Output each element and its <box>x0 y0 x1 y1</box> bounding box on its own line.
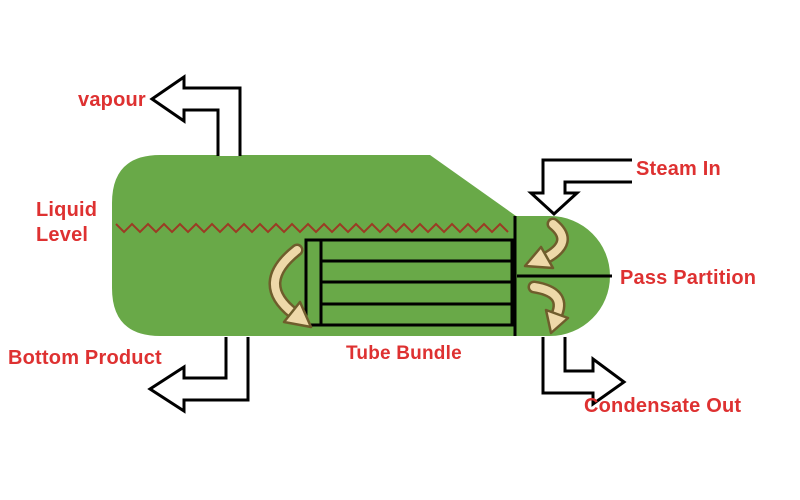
vapour-outlet-arrow <box>149 74 242 156</box>
label-liquid-level: Liquid Level <box>36 198 97 248</box>
label-condensate-out: Condensate Out <box>584 395 742 417</box>
label-pass-partition: Pass Partition <box>620 267 757 289</box>
label-liquid-level-line2: Level <box>36 224 89 246</box>
tube-bundle <box>304 238 514 327</box>
lower-pass-flow-arrow <box>527 280 570 335</box>
condensate-out-arrow <box>541 337 627 407</box>
bottom-product-arrow <box>147 337 250 414</box>
label-bottom-product: Bottom Product <box>8 347 162 369</box>
circulation-flow-arrow <box>268 243 313 329</box>
upper-pass-flow-arrow <box>523 217 569 270</box>
vessel-body <box>112 155 610 336</box>
liquid-level-zigzag <box>115 222 509 234</box>
label-tube-bundle: Tube Bundle <box>346 343 462 364</box>
label-vapour: vapour <box>78 89 146 111</box>
label-steam-in: Steam In <box>636 158 721 180</box>
label-liquid-level-line1: Liquid <box>36 199 98 221</box>
steam-in-arrow <box>527 158 632 217</box>
